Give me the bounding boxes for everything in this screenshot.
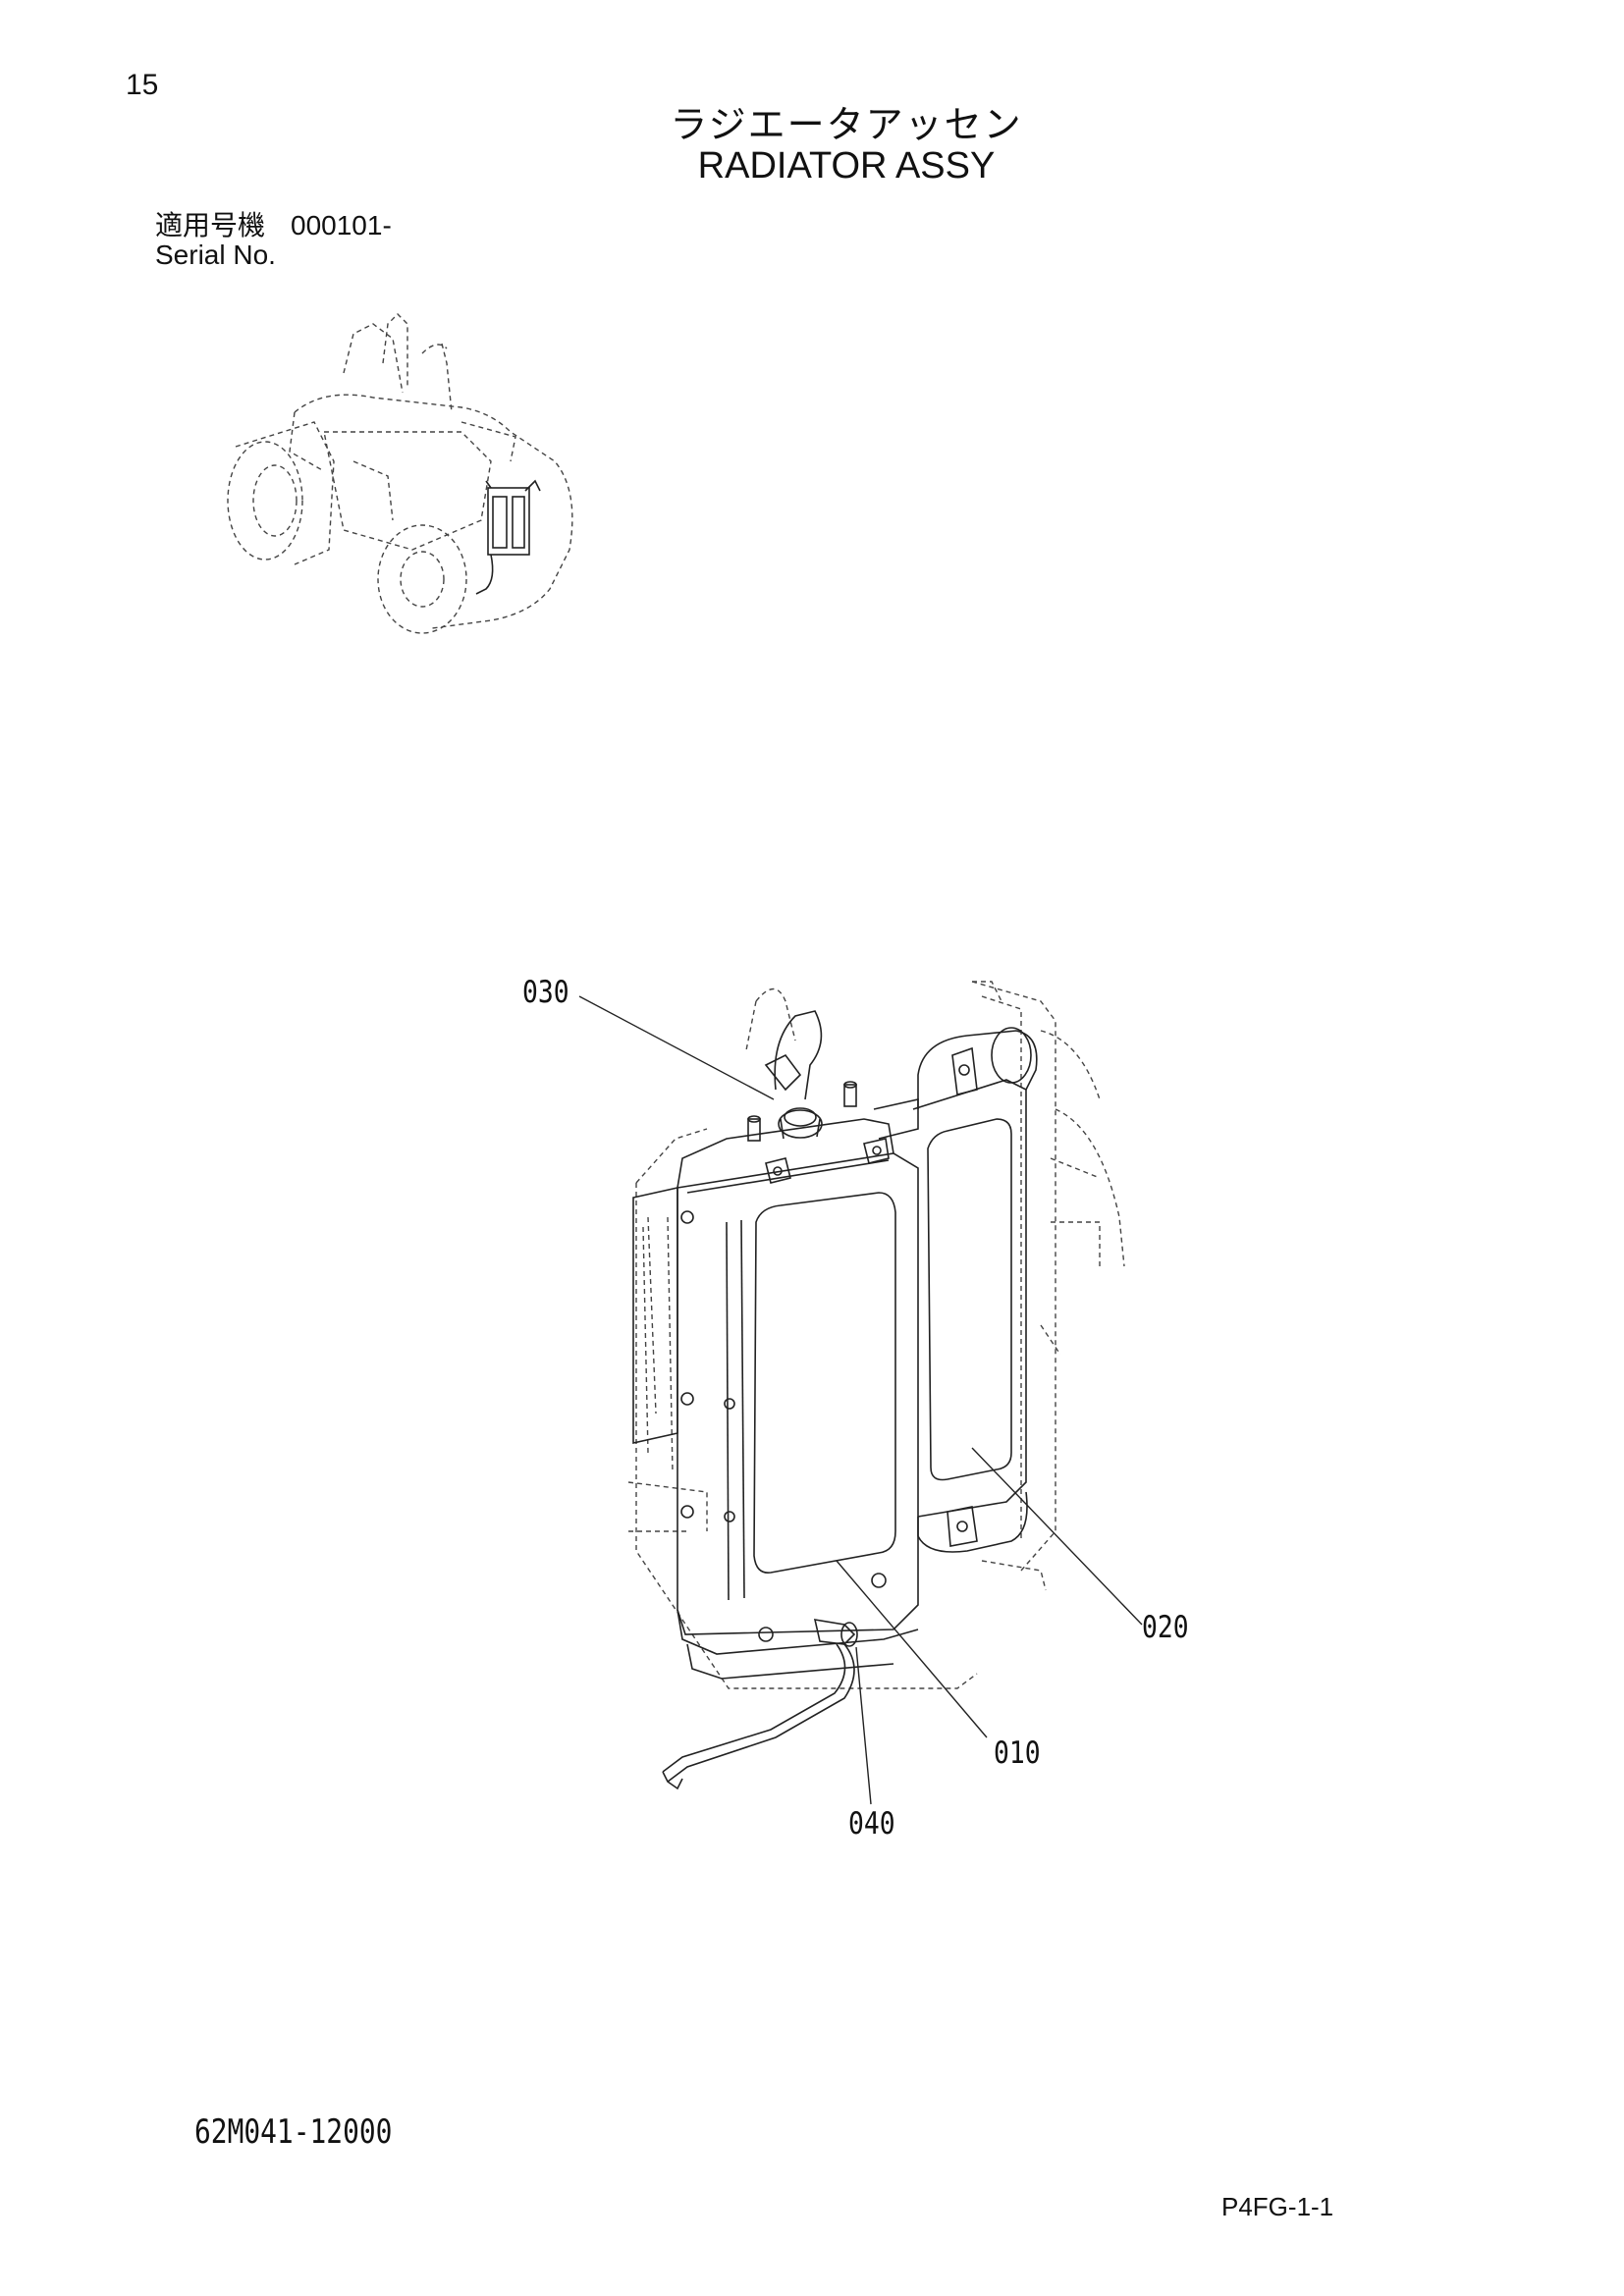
callout-040: 040 <box>848 1806 895 1842</box>
page-reference: P4FG-1-1 <box>1221 2192 1334 2221</box>
callout-020: 020 <box>1142 1610 1189 1645</box>
leader-040 <box>855 1646 872 1805</box>
page-title: RADIATOR ASSY <box>697 145 996 187</box>
drawing-code: 62M041-12000 <box>194 2112 393 2152</box>
callout-030: 030 <box>522 975 569 1010</box>
callout-010: 010 <box>994 1735 1041 1771</box>
serial-range: 適用号機 000101- <box>155 204 392 243</box>
serial-label: Serial No. <box>155 240 276 270</box>
leader-030 <box>578 995 775 1100</box>
vehicle-locator-sketch <box>227 313 573 634</box>
serial-value: 000101- <box>291 210 392 240</box>
page-number: 15 <box>126 69 159 101</box>
leader-010 <box>836 1560 988 1738</box>
page-title-japanese: ラジエータアッセン <box>670 103 1023 146</box>
radiator-assembly-drawing <box>627 981 1125 1790</box>
serial-label-japanese: 適用号機 <box>155 209 266 241</box>
leader-020 <box>971 1447 1143 1626</box>
